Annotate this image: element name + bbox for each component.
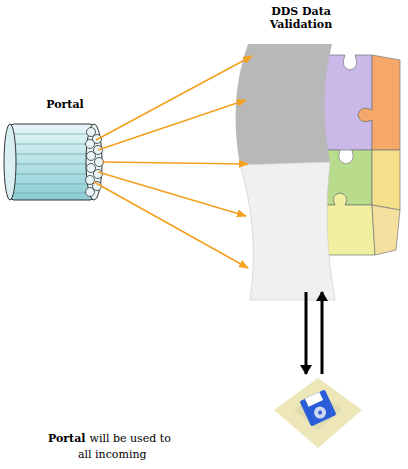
node-heading: DDS Data Validation bbox=[261, 5, 341, 31]
note-text: will be used to bbox=[90, 432, 171, 445]
page-lower bbox=[240, 162, 335, 300]
validation-node: DDS Data Validation bbox=[246, 5, 356, 295]
disk-icon bbox=[274, 378, 362, 448]
node-heading: Portal bbox=[20, 98, 110, 111]
note-text: all incoming bbox=[78, 448, 147, 461]
flow-arrows bbox=[94, 56, 252, 268]
cable-bundle bbox=[4, 124, 104, 200]
page-upper bbox=[236, 44, 333, 165]
double-arrow bbox=[306, 292, 322, 374]
note-text: Portal bbox=[48, 432, 86, 445]
flow-arrow bbox=[102, 162, 248, 164]
portal-node: Portal bbox=[20, 98, 110, 202]
